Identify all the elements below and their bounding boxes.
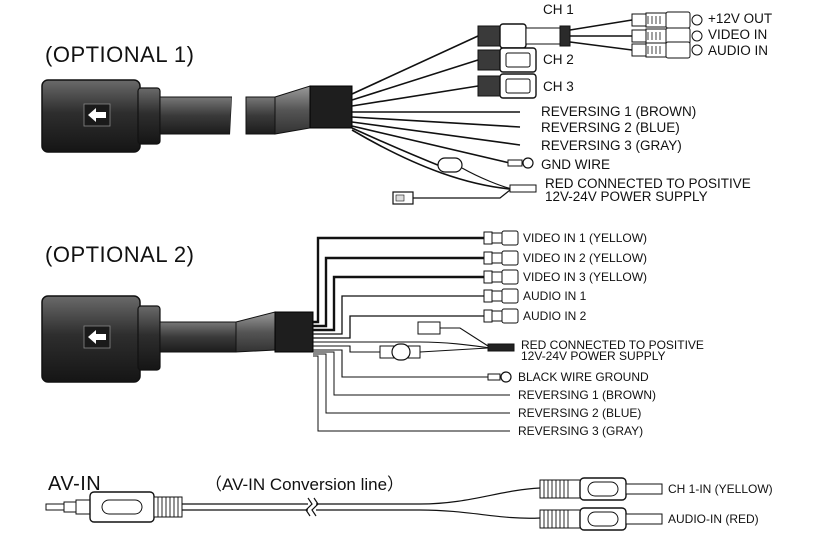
fuse-holder [437, 157, 513, 190]
ch2-connector [477, 47, 537, 73]
power-terminal [392, 184, 537, 205]
ground-ring-2 [487, 371, 512, 383]
section-optional-2: (OPTIONAL 2) [41, 230, 704, 438]
power2-label-line2: 12V-24V POWER SUPPLY [521, 349, 666, 363]
arrow-icon [88, 108, 106, 122]
reversing3-label: REVERSING 3 (GRAY) [541, 138, 682, 153]
ch3-connector [477, 73, 537, 99]
power2-label-line1: RED CONNECTED TO POSITIVE [521, 338, 704, 352]
audio-in-1-label: AUDIO IN 1 [523, 289, 587, 303]
wire-bundle-2 [313, 236, 510, 432]
main-connector-2 [41, 295, 314, 383]
video-in-3-label: VIDEO IN 3 (YELLOW) [523, 270, 647, 284]
gnd-wire-label: GND WIRE [541, 157, 610, 172]
video-in-1-label: VIDEO IN 1 (YELLOW) [523, 231, 647, 245]
conversion-line-label: （AV-IN Conversion line） [205, 475, 404, 494]
power-terminal-2 [379, 321, 515, 361]
av-cable [182, 487, 541, 519]
wire-bundle-1 [351, 35, 521, 190]
gnd-ring-terminal [507, 157, 534, 169]
ch1-connector [477, 11, 703, 59]
black-ground-label: BLACK WIRE GROUND [518, 370, 649, 384]
power-label-line1: RED CONNECTED TO POSITIVE [545, 176, 751, 191]
main-connector-1 [41, 79, 353, 153]
section2-title: (OPTIONAL 2) [45, 242, 194, 267]
section1-title: (OPTIONAL 1) [45, 42, 194, 67]
video-in-2-label: VIDEO IN 2 (YELLOW) [523, 251, 647, 265]
av-rca-out [539, 477, 663, 531]
audio-in-2-label: AUDIO IN 2 [523, 309, 587, 323]
arrow-icon [88, 330, 106, 344]
ch2-label: CH 2 [543, 52, 574, 67]
power-label-line2: 12V-24V POWER SUPPLY [545, 189, 708, 204]
ch1-in-yellow-label: CH 1-IN (YELLOW) [668, 482, 773, 496]
output-audio-label: AUDIO IN [708, 43, 768, 58]
av-in-title: AV-IN [48, 473, 101, 495]
reversing2-3-label: REVERSING 3 (GRAY) [518, 424, 643, 438]
output-video-label: VIDEO IN [708, 27, 767, 42]
reversing2-1-label: REVERSING 1 (BROWN) [518, 388, 656, 402]
rca-plugs-2 [483, 230, 519, 324]
av-plug [45, 491, 183, 523]
reversing2-2-label: REVERSING 2 (BLUE) [518, 406, 641, 420]
audio-in-red-label: AUDIO-IN (RED) [668, 512, 759, 526]
reversing2-label: REVERSING 2 (BLUE) [541, 120, 680, 135]
section-av-in: AV-IN （AV-IN Conversion line） [45, 473, 773, 531]
output-12v-label: +12V OUT [708, 11, 772, 26]
ch3-label: CH 3 [543, 79, 574, 94]
section-optional-1: (OPTIONAL 1) [41, 2, 772, 205]
reversing1-label: REVERSING 1 (BROWN) [541, 104, 696, 119]
ch1-label: CH 1 [543, 2, 574, 17]
